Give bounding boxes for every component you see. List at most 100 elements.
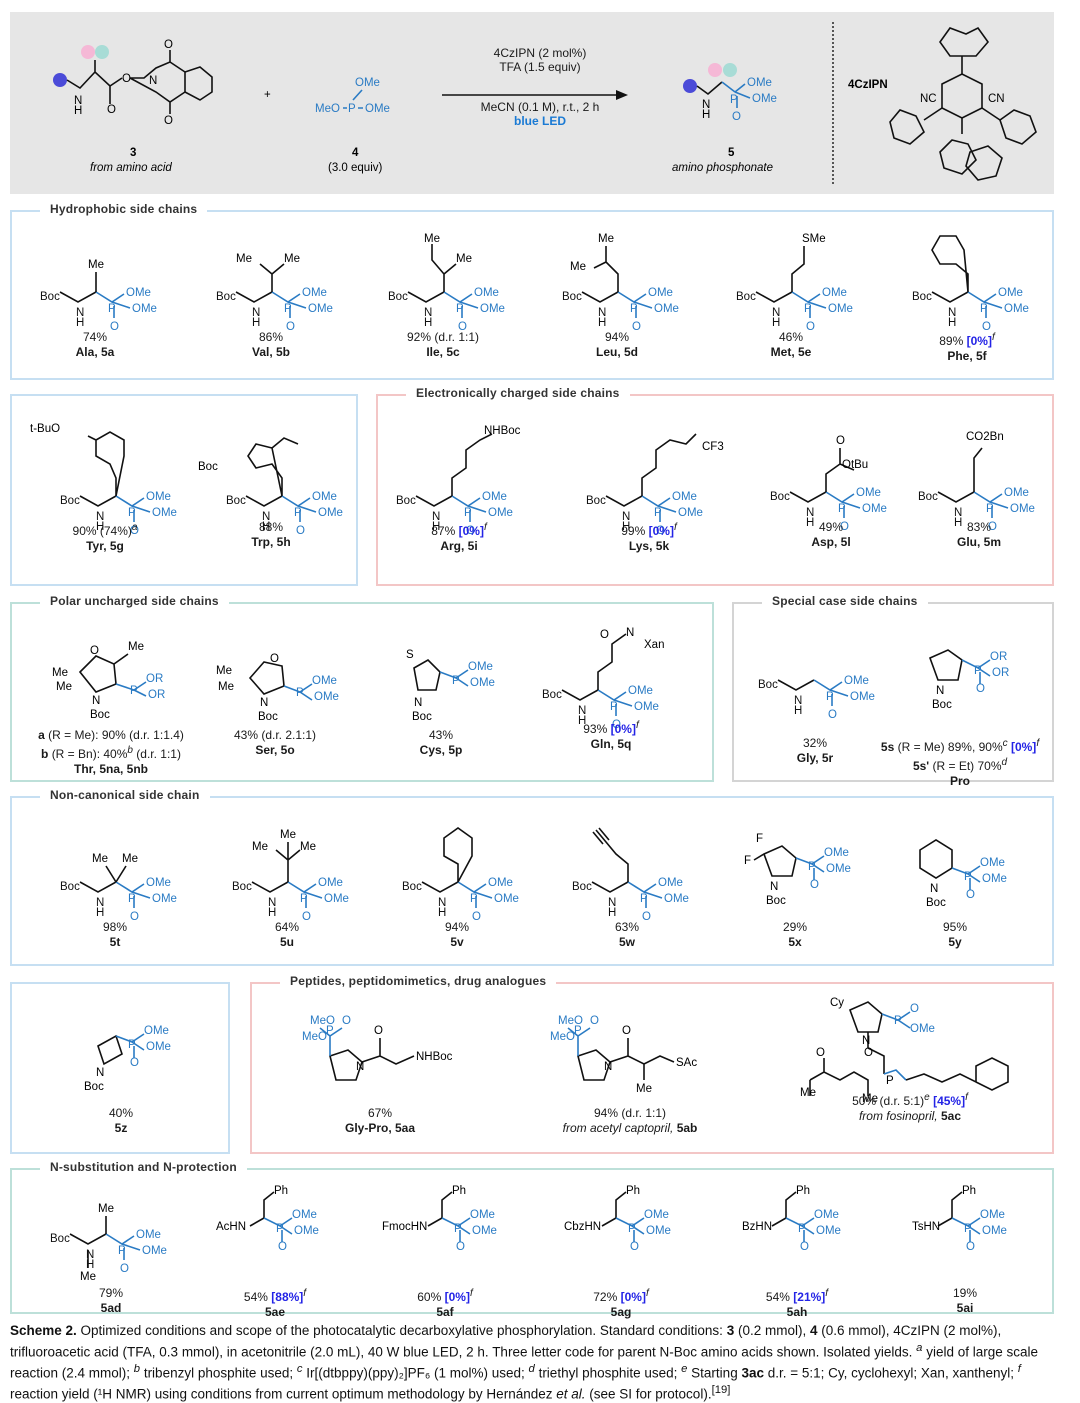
svg-text:N: N xyxy=(862,1035,870,1047)
svg-text:P: P xyxy=(730,94,738,106)
svg-text:Me: Me xyxy=(218,681,234,693)
svg-text:N: N xyxy=(930,883,938,895)
svg-text:OMe: OMe xyxy=(472,1225,497,1237)
svg-text:BzHN: BzHN xyxy=(742,1221,772,1233)
svg-text:t-BuO: t-BuO xyxy=(30,423,60,435)
panel-title: Non-canonical side chain xyxy=(40,788,210,802)
svg-text:Me: Me xyxy=(216,665,232,677)
svg-text:F: F xyxy=(744,855,751,867)
svg-text:OMe: OMe xyxy=(980,1209,1005,1221)
svg-text:O: O xyxy=(130,1057,139,1069)
svg-text:O: O xyxy=(590,1015,599,1027)
structure-5m: CO2Bn xyxy=(917,431,1036,534)
svg-text:Boc: Boc xyxy=(258,711,278,723)
svg-text:MeO: MeO xyxy=(550,1031,575,1043)
header-divider xyxy=(832,22,834,184)
svg-text:O: O xyxy=(600,629,609,641)
svg-text:O: O xyxy=(836,435,845,447)
svg-text:OMe: OMe xyxy=(816,1225,841,1237)
compound-5g: t-BuO 90% (74%)a Tyr, 5g xyxy=(30,420,180,554)
compound-5h: Boc 88% Trp, 5h xyxy=(196,420,346,550)
svg-text:O: O xyxy=(374,1025,383,1037)
panel-title: Electronically charged side chains xyxy=(406,386,630,400)
svg-text:P: P xyxy=(628,1223,636,1235)
svg-text:AcHN: AcHN xyxy=(216,1221,246,1233)
svg-text:Ph: Ph xyxy=(796,1185,810,1197)
svg-text:O: O xyxy=(456,1241,465,1253)
structure-5h: Boc xyxy=(198,437,344,538)
reagent-3-number: 3 xyxy=(130,147,136,159)
svg-text:O: O xyxy=(622,1025,631,1037)
svg-text:NHBoc: NHBoc xyxy=(484,425,521,437)
svg-text:P: P xyxy=(964,1223,972,1235)
panel-special: Special case side chains xyxy=(732,594,1054,782)
panel-title: Polar uncharged side chains xyxy=(40,594,229,608)
compound-5v: 94% 5v xyxy=(382,820,532,950)
svg-text:OMe: OMe xyxy=(144,1025,169,1037)
svg-text:CF3: CF3 xyxy=(702,441,724,453)
svg-text:OMe: OMe xyxy=(312,675,337,687)
svg-text:Me: Me xyxy=(92,853,108,865)
panel-title: Peptides, peptidomimetics, drug analogue… xyxy=(280,974,557,988)
svg-text:Me: Me xyxy=(862,1093,878,1105)
svg-text:Ph: Ph xyxy=(452,1185,466,1197)
svg-text:MeO: MeO xyxy=(558,1015,583,1027)
svg-text:O: O xyxy=(107,104,116,116)
conditions-bottom: MeCN (0.1 M), r.t., 2 h blue LED xyxy=(465,100,615,128)
svg-text:O: O xyxy=(630,1241,639,1253)
svg-text:Boc: Boc xyxy=(84,1081,104,1093)
svg-text:Cy: Cy xyxy=(830,997,844,1009)
svg-text:P: P xyxy=(798,1223,806,1235)
svg-text:Me: Me xyxy=(800,1087,816,1099)
svg-text:OMe: OMe xyxy=(146,1041,171,1053)
svg-text:P: P xyxy=(894,1015,902,1027)
svg-text:H: H xyxy=(74,105,82,117)
svg-text:OR: OR xyxy=(990,651,1007,663)
svg-text:Me: Me xyxy=(128,641,144,653)
svg-text:OMe: OMe xyxy=(752,93,777,105)
svg-text:Me: Me xyxy=(570,261,586,273)
compound-5r: 32% Gly, 5r xyxy=(740,636,890,766)
conditions-top: 4CzIPN (2 mol%) TFA (1.5 equiv) xyxy=(493,46,587,74)
structure-5e: SMe xyxy=(735,233,854,334)
svg-text:CN: CN xyxy=(988,93,1005,105)
dot-pink xyxy=(81,45,95,59)
svg-text:OMe: OMe xyxy=(294,1225,319,1237)
svg-text:N: N xyxy=(414,697,422,709)
svg-text:O: O xyxy=(270,653,279,665)
svg-text:Ph: Ph xyxy=(962,1185,976,1197)
svg-text:Me: Me xyxy=(424,233,440,245)
svg-text:5: 5 xyxy=(728,147,735,159)
svg-text:O: O xyxy=(164,39,173,51)
svg-text:Me: Me xyxy=(236,253,252,265)
svg-text:CO2Bn: CO2Bn xyxy=(966,431,1004,443)
panel-peptides: Peptides, peptidomimetics, drug analogue… xyxy=(250,974,1054,1154)
svg-text:O: O xyxy=(122,73,131,85)
svg-text:Me: Me xyxy=(56,681,72,693)
svg-text:S: S xyxy=(406,649,414,661)
compound-5e: SMe 46% Met, 5e xyxy=(716,230,866,360)
svg-text:P: P xyxy=(974,665,982,677)
svg-text:O: O xyxy=(910,1003,919,1015)
svg-text:Xan: Xan xyxy=(644,639,664,651)
svg-text:CbzHN: CbzHN xyxy=(564,1221,601,1233)
svg-text:O: O xyxy=(976,683,985,695)
svg-text:Ph: Ph xyxy=(626,1185,640,1197)
